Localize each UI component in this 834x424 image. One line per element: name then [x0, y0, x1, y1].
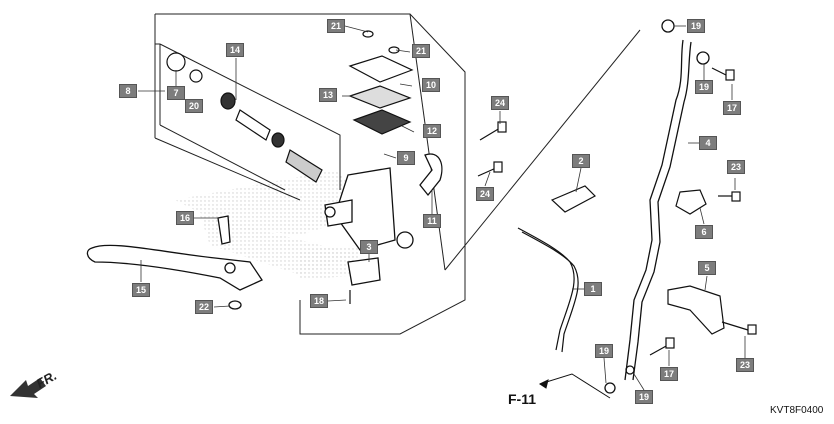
- callout-16: 16: [176, 211, 194, 225]
- brake-lever: [86, 215, 263, 310]
- master-cylinder-body: [324, 153, 443, 286]
- reservoir-cap-parts: [348, 30, 414, 135]
- callout-9: 9: [397, 151, 415, 165]
- callout-19-c: 19: [595, 344, 613, 358]
- bolts: [349, 67, 757, 356]
- brake-hose: [604, 19, 710, 394]
- switch-wire: [517, 227, 579, 353]
- callout-3: 3: [360, 240, 378, 254]
- callout-5: 5: [698, 261, 716, 275]
- callout-11: 11: [423, 214, 441, 228]
- callout-22: 22: [195, 300, 213, 314]
- callout-17-a: 17: [723, 101, 741, 115]
- callout-23-a: 23: [727, 160, 745, 174]
- callout-19-a: 19: [687, 19, 705, 33]
- callout-23-b: 23: [736, 358, 754, 372]
- callout-2: 2: [572, 154, 590, 168]
- fr-arrow-icon: [10, 378, 46, 398]
- callout-12: 12: [423, 124, 441, 138]
- callout-8: 8: [119, 84, 137, 98]
- f11-reference-label: F-11: [508, 391, 537, 407]
- hose-clamps: [550, 185, 725, 335]
- diagram-code: KVT8F0400: [770, 405, 824, 416]
- callout-24-a: 24: [491, 96, 509, 110]
- callout-13: 13: [319, 88, 337, 102]
- callout-21-b: 21: [412, 44, 430, 58]
- callout-14: 14: [226, 43, 244, 57]
- callout-6: 6: [695, 225, 713, 239]
- piston-assembly: [166, 52, 323, 183]
- callout-1: 1: [584, 282, 602, 296]
- leader-lines: [138, 25, 746, 391]
- assembly-frame: [154, 13, 641, 335]
- callout-18: 18: [310, 294, 328, 308]
- callout-4: 4: [699, 136, 717, 150]
- callout-17-b: 17: [660, 367, 678, 381]
- callout-10: 10: [422, 78, 440, 92]
- callout-24-b: 24: [476, 187, 494, 201]
- callout-19-b: 19: [695, 80, 713, 94]
- callout-21-a: 21: [327, 19, 345, 33]
- callout-20: 20: [185, 99, 203, 113]
- callout-7: 7: [167, 86, 185, 100]
- f11-reference-arrow: [539, 373, 611, 399]
- callout-15: 15: [132, 283, 150, 297]
- callout-19-d: 19: [635, 390, 653, 404]
